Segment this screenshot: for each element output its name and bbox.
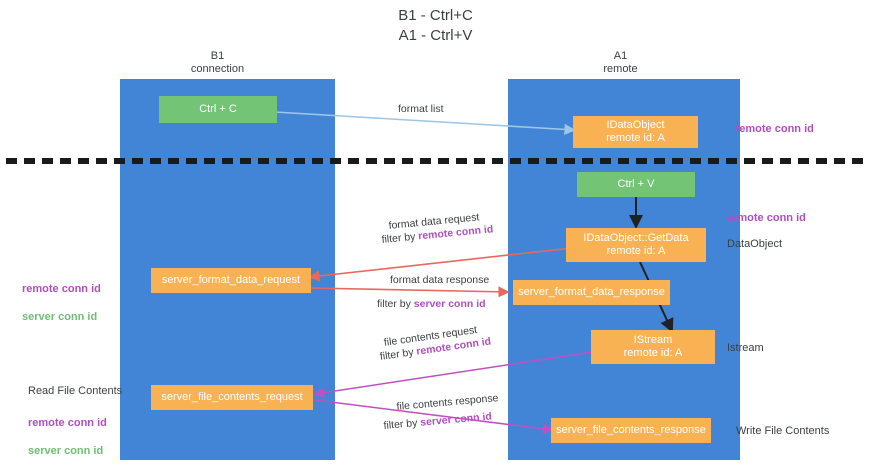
node-server-file-contents-response[interactable]: server_file_contents_response [551, 418, 711, 443]
node-ctrl-c[interactable]: Ctrl + C [159, 96, 277, 123]
edge-file-contents-request [313, 351, 593, 398]
node-server-file-contents-request[interactable]: server_file_contents_request [151, 385, 313, 410]
page-title: B1 - Ctrl+C A1 - Ctrl+V [398, 7, 473, 44]
edge-file-contents-response [314, 399, 554, 435]
node-server-format-data-request[interactable]: server_format_data_request [151, 268, 311, 293]
node-istream[interactable]: IStream remote id: A [591, 330, 715, 364]
label-write-file-contents: Write File Contents [736, 425, 830, 437]
edge-label-format-data-response-filter: filter by server conn id [377, 298, 486, 310]
lane-title-a1: A1 remote [603, 50, 638, 75]
edge-format-data-response [309, 286, 510, 298]
node-idataobject-getdata[interactable]: IDataObject::GetData remote id: A [566, 228, 706, 262]
edge-label-format-data-response: format data response [390, 274, 490, 286]
label-read-file-contents: Read File Contents [28, 385, 123, 397]
node-ctrl-v[interactable]: Ctrl + V [577, 172, 695, 197]
label-remote-conn-id-top: remote conn id [735, 123, 814, 135]
label-istream: Istream [727, 342, 764, 354]
edge-format-list [274, 111, 576, 136]
label-remote-conn-id-mid: remote conn id [727, 212, 806, 224]
node-idataobject-top[interactable]: IDataObject remote id: A [573, 116, 698, 148]
edge-format-data-request [308, 247, 573, 282]
label-dataobject: DataObject [727, 238, 783, 250]
node-server-format-data-response[interactable]: server_format_data_response [513, 280, 670, 305]
lane-title-b1: B1 connection [190, 50, 245, 75]
label-left-conn-ids: remote conn id server conn id [22, 283, 101, 323]
label-left-conn-ids-2: remote conn id server conn id [28, 417, 107, 457]
edge-label-format-list: format list [398, 103, 444, 115]
